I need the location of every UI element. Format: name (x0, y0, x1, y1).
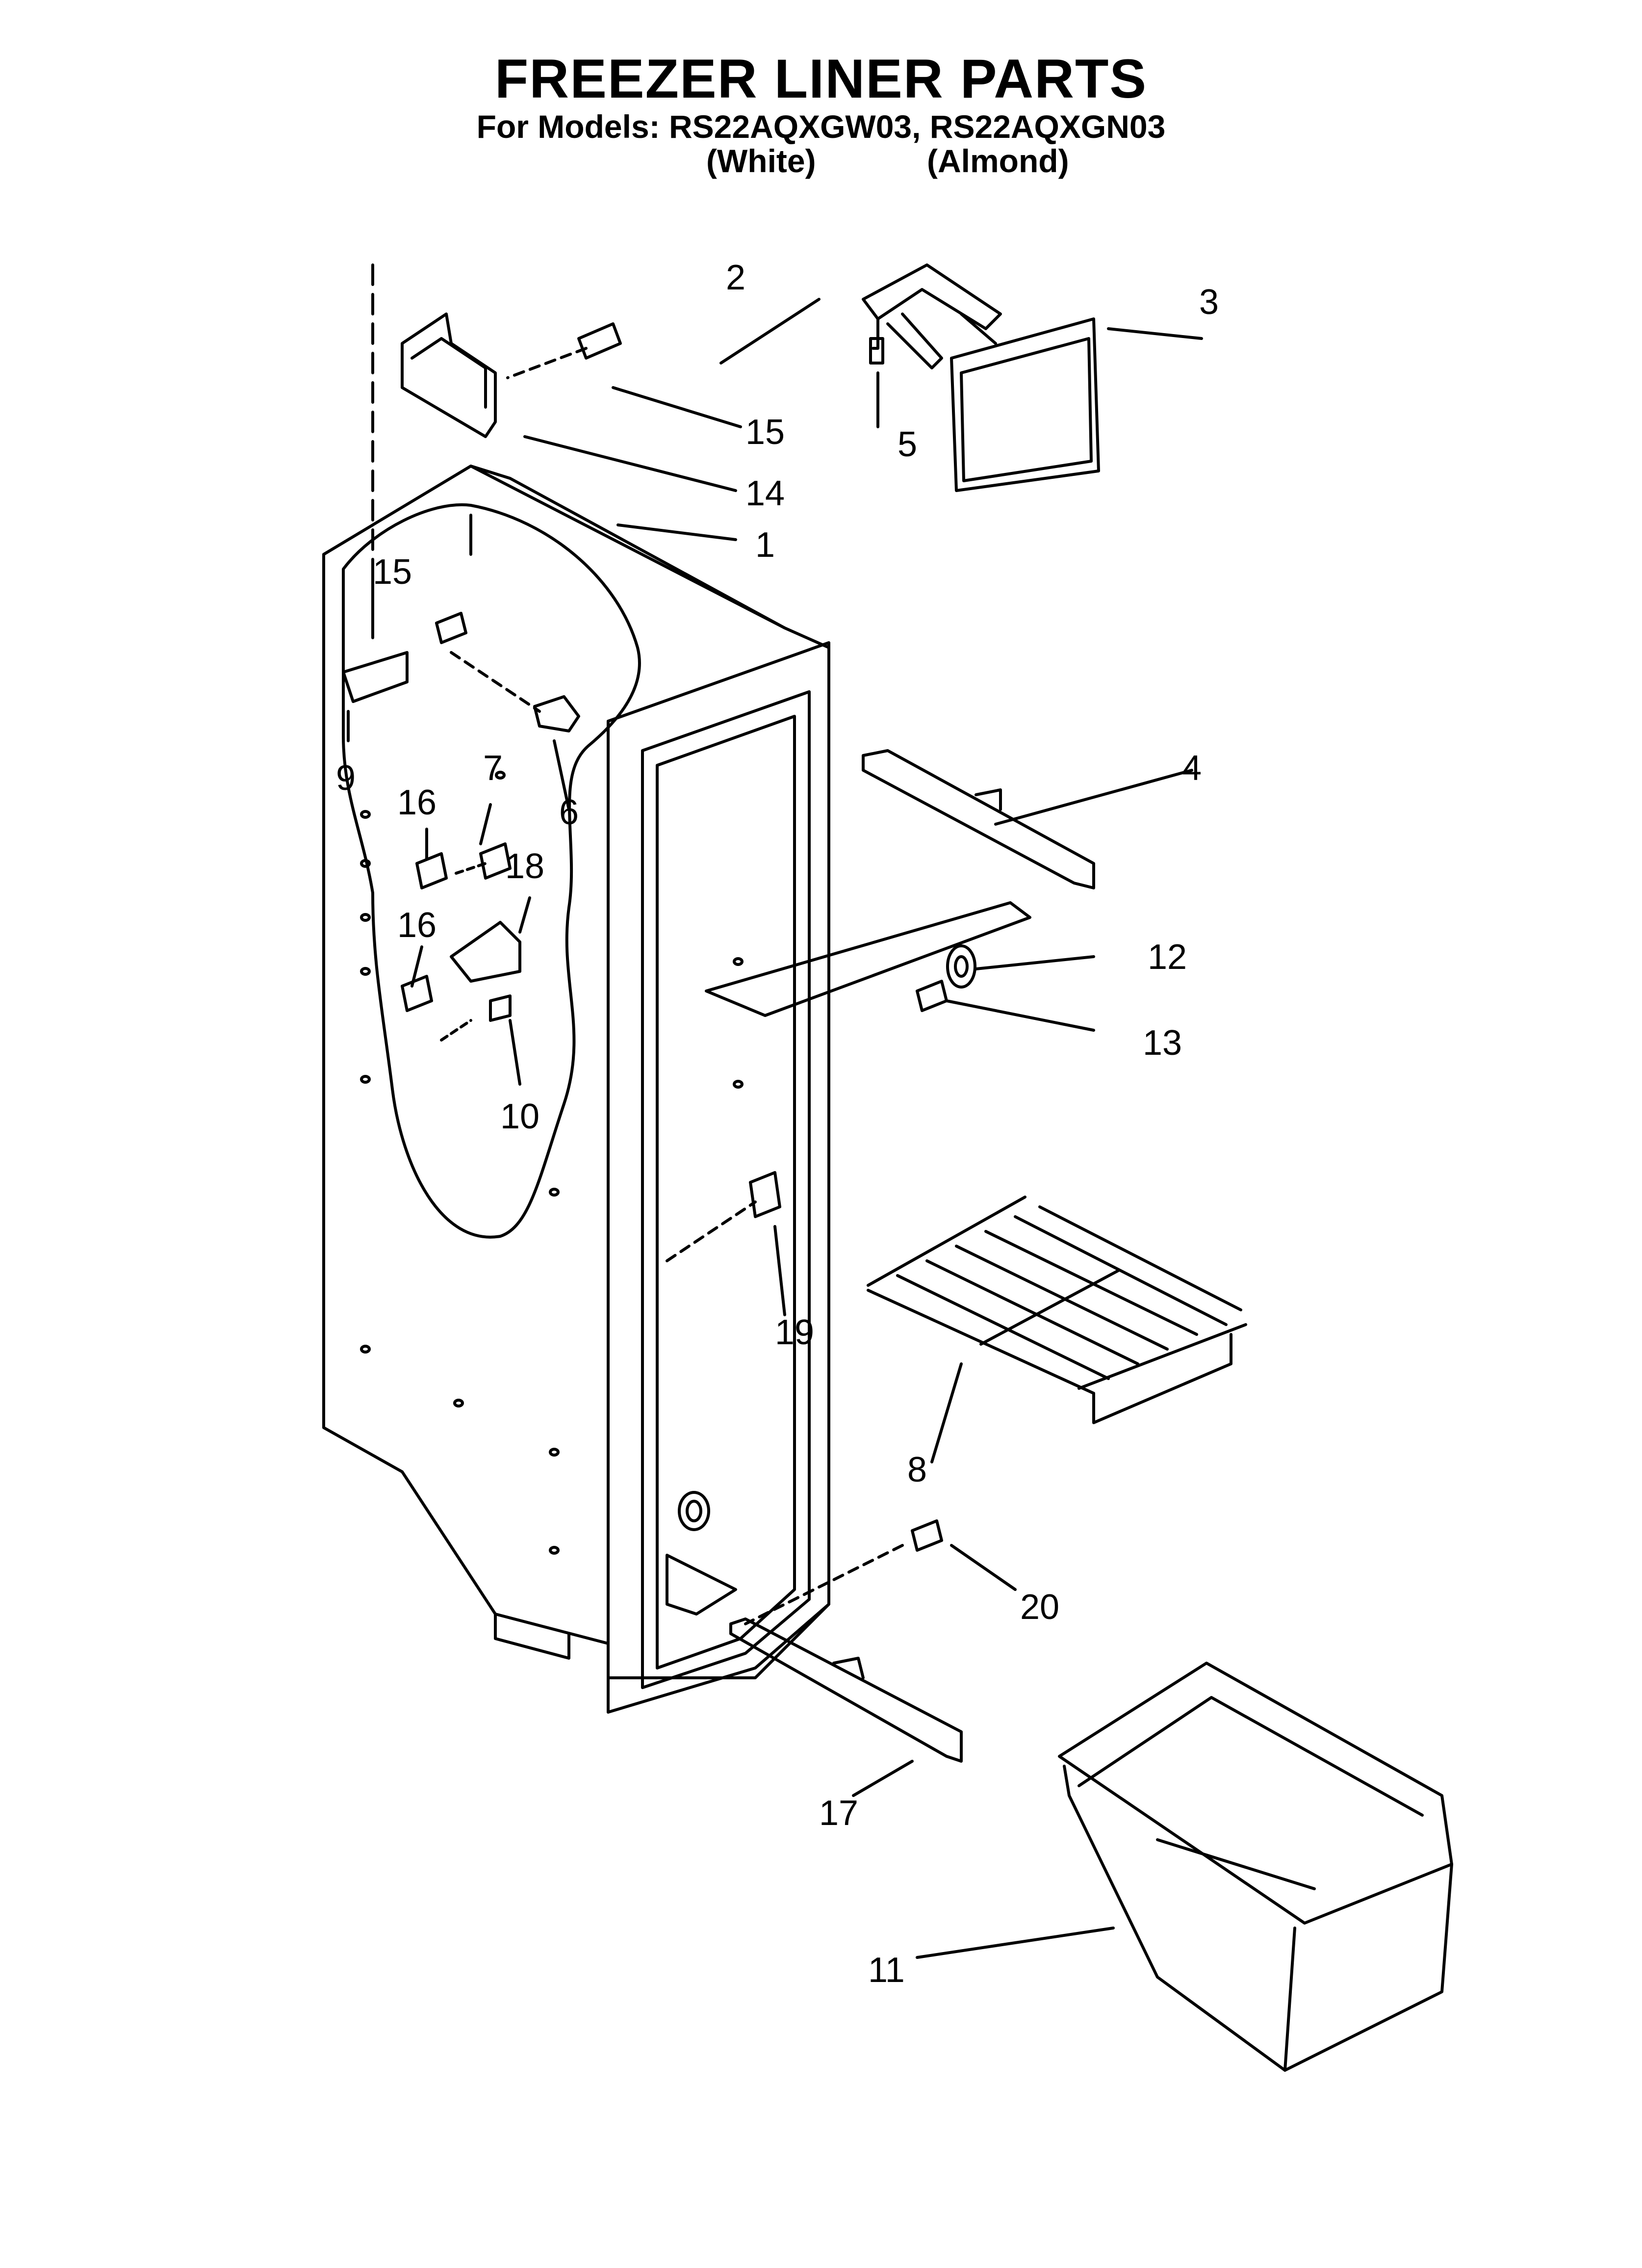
part-20-screw (744, 1519, 943, 1625)
part-15-screws (435, 322, 622, 644)
callout-19: 19 (775, 1313, 814, 1352)
callout-leaders (347, 298, 1203, 1959)
part-4-rail (862, 749, 1095, 889)
callout-10: 10 (500, 1097, 539, 1136)
callout-11: 11 (868, 1951, 905, 1990)
callout-2: 2 (726, 258, 745, 297)
part-12-13-plate (705, 901, 1031, 1017)
callout-4: 4 (1182, 749, 1202, 788)
callout-5: 5 (898, 425, 917, 464)
callout-16b: 16 (397, 906, 436, 945)
part-19-switch (666, 1171, 781, 1262)
callout-6: 6 (559, 793, 579, 832)
variant-almond-label: (Almond) (927, 143, 1069, 179)
callout-3: 3 (1199, 283, 1219, 322)
callout-17: 17 (819, 1794, 858, 1833)
callout-14: 14 (745, 474, 785, 513)
callout-8: 8 (907, 1450, 927, 1489)
part-14-bracket (371, 263, 497, 639)
small-components (342, 651, 580, 1042)
callout-12: 12 (1148, 938, 1187, 977)
callout-15b: 15 (373, 552, 412, 592)
variant-white-label: (White) (706, 143, 816, 179)
part-11-bin (1058, 1662, 1453, 2072)
callout-7: 7 (483, 749, 503, 788)
callout-16a: 16 (397, 783, 436, 822)
part-8-wire-shelf (867, 1196, 1247, 1424)
freezer-liner-body (322, 465, 830, 1714)
diagram-title: FREEZER LINER PARTS (494, 48, 1148, 109)
callout-18: 18 (505, 847, 544, 886)
callout-15a: 15 (745, 413, 785, 452)
part-2-3-brackets (862, 263, 1100, 492)
callout-1: 1 (755, 525, 775, 565)
callout-20: 20 (1020, 1588, 1059, 1627)
callout-labels: 1 2 3 4 5 6 7 8 9 10 11 12 13 14 15 15 1… (336, 258, 1219, 1990)
part-5-screw (869, 337, 884, 365)
models-line: For Models: RS22AQXGW03, RS22AQXGN03 (476, 108, 1166, 145)
callout-9: 9 (336, 758, 356, 798)
part-17-rail (729, 1617, 963, 1763)
callout-13: 13 (1143, 1023, 1182, 1063)
